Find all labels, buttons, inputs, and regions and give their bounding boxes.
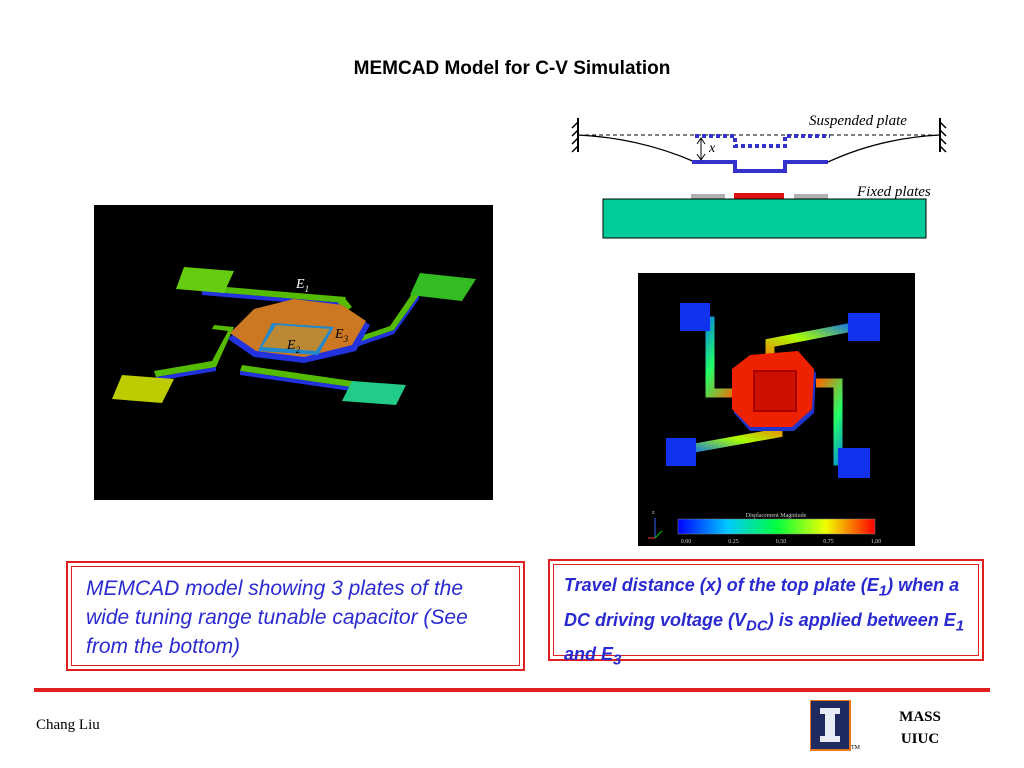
fixed-plate-right: [794, 194, 828, 199]
colorbar-ticks: 0.00 0.25 0.50 0.75 1.00: [681, 539, 882, 545]
fixed-plates-label: Fixed plates: [856, 184, 931, 200]
colorbar: [677, 518, 876, 535]
substrate: [602, 198, 927, 239]
sim-pad-top-left: [680, 303, 710, 331]
axis-z-label: z: [652, 510, 655, 516]
label-e3: E3: [334, 327, 349, 344]
caption-right-box: Travel distance (x) of the top plate (E1…: [548, 559, 984, 669]
pad-bottom-left: [112, 375, 174, 403]
colorbar-tick-label: 0.25: [728, 539, 739, 545]
axis-y: [654, 530, 663, 539]
label-e1: E1: [295, 277, 309, 294]
pad-top-right: [410, 273, 476, 301]
fixed-plate-center: [734, 193, 784, 199]
sim-center-inner: [753, 370, 797, 412]
org-line-1: MASS: [899, 709, 941, 725]
plate-e2: [262, 325, 330, 351]
memcad-3d-model: E1 E2 E3: [94, 205, 493, 500]
x-label: x: [708, 141, 716, 156]
logo-tm: TM: [851, 745, 861, 751]
right-anchor: [939, 118, 947, 153]
suspended-plate-label: Suspended plate: [809, 113, 907, 129]
pad-top-left: [176, 267, 234, 293]
sim-pad-top-right: [848, 313, 880, 341]
suspended-plate: [692, 160, 828, 173]
footer-rule: [34, 688, 990, 692]
caption-left-box: MEMCAD model showing 3 plates of the wid…: [66, 561, 525, 671]
fixed-plate-left: [691, 194, 725, 199]
sim-pad-bottom-left: [666, 438, 696, 466]
colorbar-tick-label: 0.00: [681, 539, 692, 545]
org-line-2: UIUC: [900, 731, 940, 747]
left-beam: [577, 134, 696, 163]
plate-schematic: x Suspended plate Fixed plates: [571, 113, 947, 239]
rest-plate: [695, 134, 830, 148]
colorbar-tick-label: 0.50: [776, 539, 787, 545]
illinois-logo: TM: [810, 700, 861, 751]
colorbar-title: Displacement Magnitude: [746, 513, 807, 519]
organization: MASS UIUC: [880, 706, 960, 750]
displacement-simulation: Displacement Magnitude 0.00 0.25 0.50 0.75 1…: [638, 273, 915, 546]
colorbar-tick-label: 1.00: [871, 539, 882, 545]
pad-bottom-right: [342, 381, 406, 405]
caption-left-text: MEMCAD model showing 3 plates of the wid…: [86, 577, 468, 658]
caption-right-text: Travel distance (x) of the top plate (E1…: [564, 575, 965, 669]
slide-title: MEMCAD Model for C-V Simulation: [353, 58, 671, 79]
author: Chang Liu: [36, 717, 100, 733]
left-anchor: [571, 118, 579, 153]
colorbar-tick-label: 0.75: [823, 539, 834, 545]
sim-pad-bottom-right: [838, 448, 870, 478]
right-beam: [827, 134, 941, 163]
label-e2: E2: [286, 338, 301, 355]
